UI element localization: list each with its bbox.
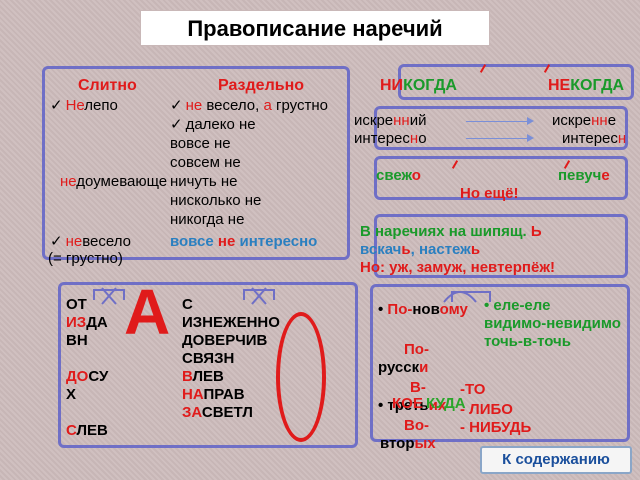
o-item-7: ЗАСВЕТЛ [182, 404, 253, 421]
nn-word-b1: искренне [552, 112, 617, 129]
o-e-panel [374, 156, 628, 200]
hush-panel [374, 214, 628, 278]
hyphen-vo: Во- [404, 417, 429, 434]
page-title: Правописание наречий [140, 10, 490, 46]
razdelno-item-5: ничуть не [170, 173, 238, 190]
nikogda-panel [398, 64, 634, 100]
o-item-4: СВЯЗН [182, 350, 235, 367]
hyphen-tretih: • третьих [378, 397, 447, 414]
o-e-word-2: певуче [558, 167, 610, 184]
o-e-word-1: свежо [376, 167, 421, 184]
a-o-panel [58, 282, 358, 448]
nn-panel [374, 106, 628, 150]
hyphen-v: В- [410, 379, 426, 396]
razdelno-item-1: не весело, а грустно [170, 96, 328, 115]
o-col-1: С ИЗНЕЖЕННО ДОВЕРЧИВ СВЯЗН ВЛЕВ НАПРАВ З… [182, 296, 280, 422]
o-item-2: ИЗНЕЖЕННО [182, 314, 280, 331]
razdelno-item-7: никогда не [170, 211, 245, 228]
nikogda-word: НИКОГДА [380, 77, 457, 94]
slitno-razdelno-panel [42, 66, 350, 260]
o-item-5: ВЛЕВ [182, 368, 224, 385]
hush-exceptions: Но: уж, замуж, невтерпёж! [360, 259, 555, 276]
nn-word-b2: интересн [562, 130, 627, 147]
hyphen-koe: КОЕ [392, 395, 423, 412]
a-item-6: СЛЕВ [66, 422, 108, 439]
hyphen-po-novomu: • По-новому [378, 301, 468, 318]
slitno-item-2: недоумевающе [60, 173, 168, 190]
razdelno-item-6: нисколько не [170, 192, 262, 209]
hyphen-toch: точь-в-точь [484, 333, 571, 350]
hush-rule: В наречиях на шипящ. Ь [360, 223, 542, 240]
a-item-3: ВН [66, 332, 88, 349]
slitno-item-1: Нелепо [50, 96, 118, 115]
a-item-4: ДОСУ [66, 368, 109, 385]
hyphen-vidimo: видимо-невидимо [484, 315, 621, 332]
slitno-item-3: невесело [50, 232, 131, 251]
slitno-note: (= грустно) [48, 250, 123, 267]
a-gap-1 [66, 350, 126, 368]
ending-box-mark [451, 291, 491, 302]
o-e-note: Но ещё! [460, 185, 519, 202]
a-gap-2 [66, 404, 126, 422]
hyphen-panel [370, 284, 630, 442]
hyphen-kuda: КУДА [426, 395, 466, 412]
nn-word-a2: интересно [354, 130, 427, 147]
razdelno-item-8: вовсе не интересно [170, 233, 318, 250]
suffix-marks-right [243, 287, 275, 305]
nn-word-a1: искренний [354, 112, 427, 129]
razdelno-item-3: вовсе не [170, 135, 231, 152]
o-item-1: С [182, 296, 193, 313]
particle-libo: - ЛИБО [460, 401, 513, 418]
nn-arrow-2 [466, 134, 534, 142]
hyphen-vtoryh: вторых [380, 435, 436, 452]
razdelno-heading: Раздельно [218, 77, 304, 94]
razdelno-item-2: далеко не [170, 115, 256, 134]
a-col-1: ОТ ИЗДА ВН ДОСУ Х СЛЕВ [66, 296, 126, 440]
hyphen-po: По- [404, 341, 429, 358]
a-item-5: Х [66, 386, 77, 403]
razdelno-item-4: совсем не [170, 154, 241, 171]
a-item-2: ИЗДА [66, 314, 108, 331]
o-item-6: НАПРАВ [182, 386, 245, 403]
big-letter-o-ring [276, 312, 326, 442]
hyphen-ele-ele: • еле-еле [484, 297, 551, 314]
slitno-heading: Слитно [78, 77, 137, 94]
contents-button[interactable]: К содержанию [480, 446, 632, 474]
nn-arrow-1 [466, 117, 534, 125]
hush-examples: вскачь, настежь [360, 241, 481, 258]
nekogda-word: НЕКОГДА [548, 77, 625, 94]
hyphen-russki: русски [378, 359, 429, 376]
big-letter-a: А [124, 276, 171, 348]
o-item-3: ДОВЕРЧИВ [182, 332, 268, 349]
suffix-marks-left [93, 287, 125, 305]
particle-nibud: - НИБУДЬ [460, 419, 532, 436]
a-item-1: ОТ [66, 296, 87, 313]
particle-to: -ТО [460, 381, 486, 398]
